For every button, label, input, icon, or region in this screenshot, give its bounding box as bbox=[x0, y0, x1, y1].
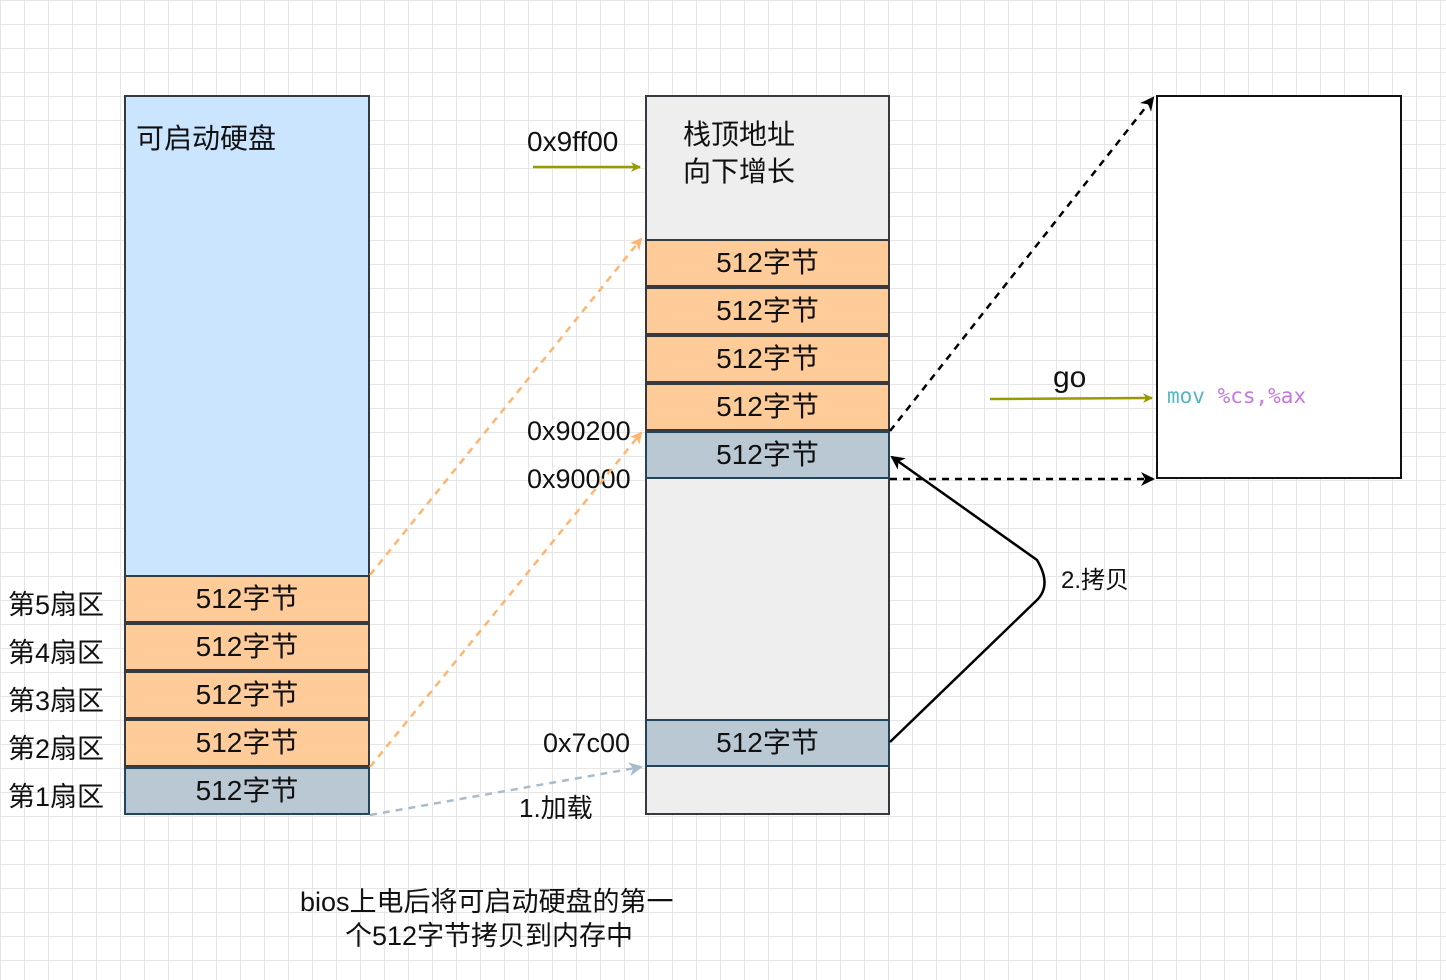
address-90000: 0x90000 bbox=[527, 464, 631, 494]
memory-block-90000: 512字节 bbox=[645, 431, 890, 479]
memory-block-7c00: 512字节 bbox=[645, 719, 890, 767]
disk-sector-1: 512字节 bbox=[124, 767, 370, 815]
disk-title: 可启动硬盘 bbox=[136, 123, 277, 154]
load-arrow bbox=[369, 762, 643, 817]
stack-top-label-2: 向下增长 bbox=[683, 156, 796, 187]
go-pointer-arrow bbox=[989, 393, 1153, 404]
stack-top-label-1: 栈顶地址 bbox=[683, 119, 796, 150]
disk-sector-3: 512字节 bbox=[124, 671, 370, 719]
copy-label: 2.拷贝 bbox=[1061, 567, 1130, 594]
address-9ff00: 0x9ff00 bbox=[527, 126, 619, 157]
disk-sector-4: 512字节 bbox=[124, 623, 370, 671]
address-7c00: 0x7c00 bbox=[543, 728, 631, 758]
copy-arrow bbox=[889, 455, 1046, 743]
memory-block-2: 512字节 bbox=[645, 287, 890, 335]
sector5-to-memory-arrow bbox=[369, 237, 643, 576]
sector-label-1: 第1扇区 bbox=[8, 782, 105, 812]
instruction-code: mov %cs,%ax bbox=[1167, 384, 1306, 408]
disk-sector-2: 512字节 bbox=[124, 719, 370, 767]
sector-label-4: 第4扇区 bbox=[8, 638, 105, 668]
load-label: 1.加载 bbox=[519, 793, 593, 823]
memory-block-1: 512字节 bbox=[645, 239, 890, 287]
memory-block-3: 512字节 bbox=[645, 335, 890, 383]
code-operands: %cs,%ax bbox=[1217, 384, 1307, 408]
caption-line-1: bios上电后将可启动硬盘的第一 bbox=[300, 887, 674, 917]
go-label: go bbox=[1053, 361, 1087, 394]
target-code-box bbox=[1156, 95, 1402, 479]
sector2-to-memory-arrow bbox=[369, 431, 643, 768]
jump-top-arrow bbox=[889, 96, 1155, 432]
disk-sector-5: 512字节 bbox=[124, 575, 370, 623]
sector-label-3: 第3扇区 bbox=[8, 686, 105, 716]
address-90200: 0x90200 bbox=[527, 416, 631, 446]
sector-label-5: 第5扇区 bbox=[8, 590, 105, 620]
caption-line-2: 个512字节拷贝到内存中 bbox=[345, 921, 634, 951]
memory-block-4: 512字节 bbox=[645, 383, 890, 431]
code-mnemonic: mov bbox=[1167, 384, 1205, 408]
sector-label-2: 第2扇区 bbox=[8, 734, 105, 764]
